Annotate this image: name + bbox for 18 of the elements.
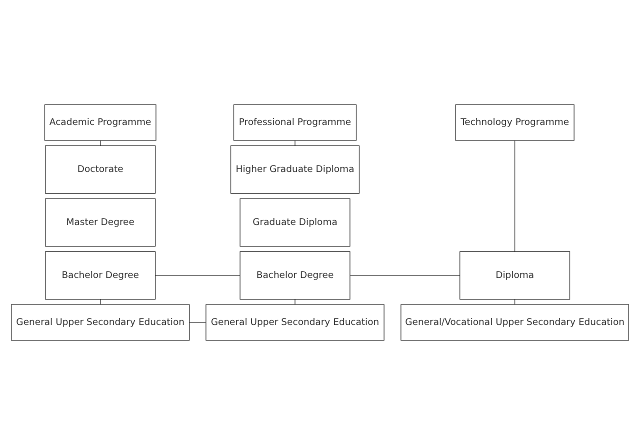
connector: [294, 140, 296, 146]
node-box: Doctorate: [45, 144, 156, 194]
node-box: Master Degree: [45, 198, 156, 246]
connector: [350, 274, 460, 276]
node-box: Academic Programme: [44, 104, 156, 140]
connector: [155, 274, 240, 276]
node-box: Bachelor Degree: [240, 250, 350, 300]
connector: [514, 140, 516, 252]
node-box: Professional Programme: [233, 104, 357, 140]
node-box: Technology Programme: [455, 104, 574, 140]
connector: [294, 298, 296, 304]
node-box: Higher Graduate Diploma: [230, 144, 360, 194]
node-box: Diploma: [460, 250, 570, 300]
node-box: General/Vocational Upper Secondary Education: [400, 304, 630, 340]
node-box: Bachelor Degree: [45, 250, 156, 300]
node-box: General Upper Secondary Education: [10, 304, 190, 340]
node-box: Graduate Diploma: [240, 198, 350, 246]
node-box: General Upper Secondary Education: [206, 304, 384, 340]
